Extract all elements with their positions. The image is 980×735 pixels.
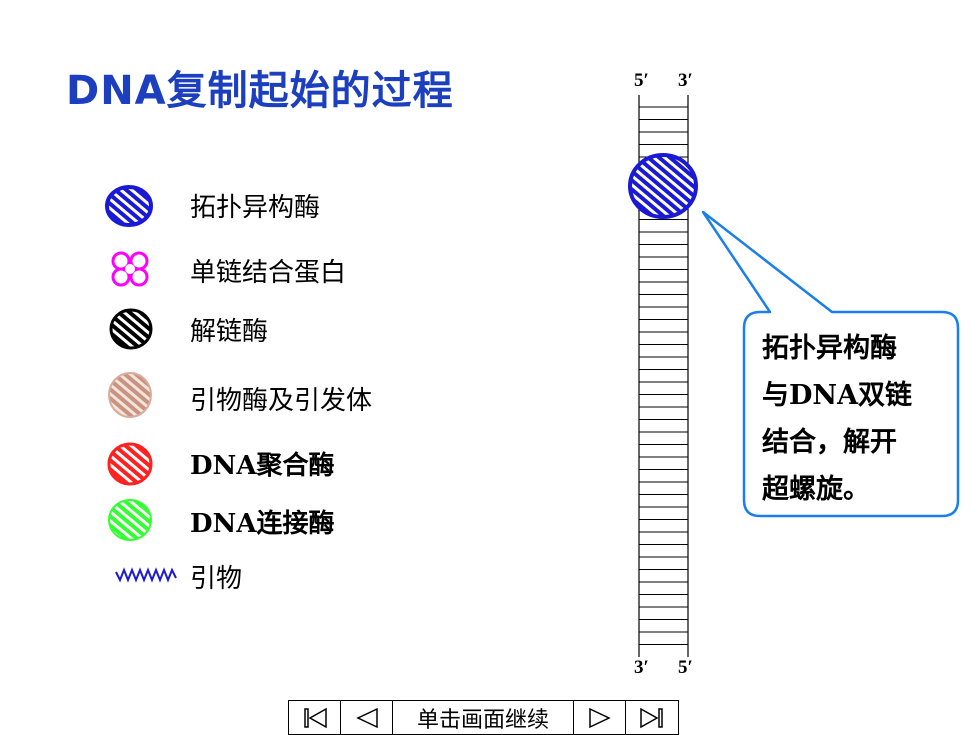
topoisomerase-on-dna xyxy=(628,153,698,219)
primer-icon xyxy=(115,567,177,583)
legend-label-topoisomerase: 拓扑异构酶 xyxy=(190,193,321,223)
legend-label-primase: 引物酶及引发体 xyxy=(190,386,373,416)
strand-label-top-left: 5′ xyxy=(634,70,649,91)
callout-line: 与DNA双链 xyxy=(762,380,913,411)
legend-label-primer: 引物 xyxy=(190,564,243,594)
legend-label-ssb: 单链结合蛋白 xyxy=(190,258,347,288)
legend-label-dna-polymerase: DNA聚合酶 xyxy=(190,451,335,481)
previous-slide-button[interactable] xyxy=(341,701,393,734)
strand-label-bottom-right: 5′ xyxy=(678,657,693,678)
callout-line: 超螺旋。 xyxy=(762,474,870,505)
callout-text: 拓扑异构酶 与DNA双链 结合，解开 超螺旋。 xyxy=(762,325,944,513)
primase-icon xyxy=(108,372,152,418)
nav-bar: 单击画面继续 xyxy=(288,700,679,735)
helicase-icon xyxy=(109,308,153,350)
next-slide-button[interactable] xyxy=(574,701,626,734)
topoisomerase-icon xyxy=(105,185,153,227)
continue-button[interactable]: 单击画面继续 xyxy=(393,701,574,734)
callout-bubble xyxy=(701,210,960,518)
triangle-left-icon xyxy=(355,707,378,728)
dna-polymerase-icon xyxy=(107,442,153,486)
strand-label-top-right: 3′ xyxy=(678,70,693,91)
callout-line: 结合，解开 xyxy=(762,427,897,458)
legend-label-dna-ligase: DNA连接酶 xyxy=(190,509,335,539)
last-slide-button[interactable] xyxy=(626,701,678,734)
ssb-protein-icon xyxy=(111,251,149,287)
triangle-right-icon xyxy=(588,707,611,728)
page-title: DNA复制起始的过程 xyxy=(66,68,454,114)
skip-back-icon xyxy=(303,707,327,728)
dna-ligase-icon xyxy=(108,499,152,541)
first-slide-button[interactable] xyxy=(289,701,341,734)
legend-label-helicase: 解链酶 xyxy=(190,317,269,347)
strand-label-bottom-left: 3′ xyxy=(634,657,649,678)
callout-line: 拓扑异构酶 xyxy=(762,333,897,364)
skip-forward-icon xyxy=(640,707,663,728)
